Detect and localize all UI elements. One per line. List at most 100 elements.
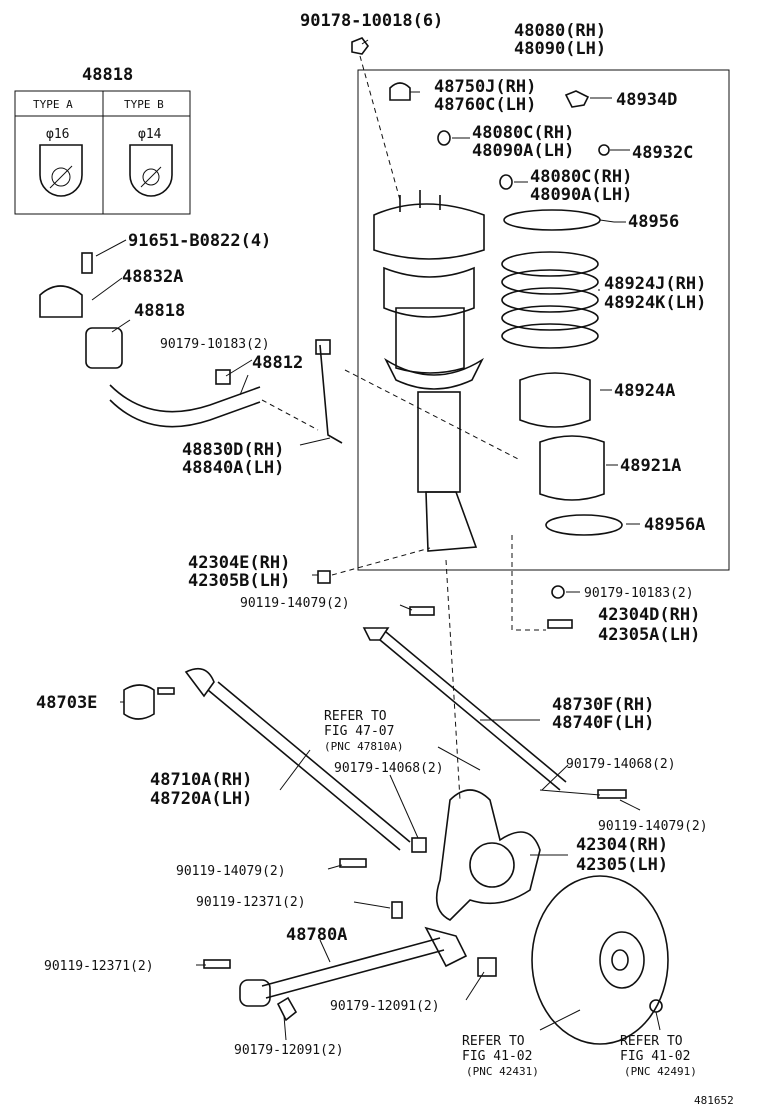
bolt-90119-12371-icon — [391, 901, 403, 919]
bushing-48703-icon — [123, 684, 155, 720]
bracket-48934-icon — [564, 90, 590, 108]
label-48730f: 48730F(RH) — [552, 695, 654, 715]
arm-48710-icon — [207, 689, 401, 851]
stabilizer-bar-icon — [109, 384, 261, 413]
label-48921a: 48921A — [620, 456, 681, 476]
label-90179-14068-b: 90179-14068(2) — [566, 757, 676, 772]
upper-insulator-icon — [383, 266, 475, 318]
label-48932c: 48932C — [632, 143, 693, 163]
bolt-90119-12371-b-icon — [203, 959, 231, 969]
label-phi-14: φ14 — [138, 127, 162, 142]
label-48710a: 48710A(RH) — [150, 770, 252, 790]
label-refer-3a: REFER TO — [620, 1034, 683, 1049]
label-90179-10183-a: 90179-10183(2) — [160, 337, 270, 352]
nut-90178-icon — [351, 37, 369, 55]
bracket-48832-icon — [39, 285, 83, 318]
nut-90179-12091-b-icon — [276, 996, 298, 1022]
nut-90179-10183-icon — [551, 585, 565, 599]
label-48956: 48956 — [628, 212, 679, 232]
bolt-90119-14079-b-icon — [339, 858, 367, 868]
label-42305b: 42305B(LH) — [188, 571, 290, 591]
strut-assembly-frame — [357, 69, 730, 571]
link-48830-icon — [319, 344, 343, 444]
bolt-91651-icon — [81, 252, 93, 274]
label-48780a: 48780A — [286, 925, 347, 945]
label-48090a-1: 48090A(LH) — [472, 141, 574, 161]
label-refer-1c: (PNC 47810A) — [324, 740, 403, 753]
label-refer-2a: REFER TO — [462, 1034, 525, 1049]
leader-lines — [91, 39, 661, 1041]
clamp-48956-icon — [503, 209, 601, 231]
strut-bracket-icon — [425, 491, 478, 552]
label-48080c-1: 48080C(RH) — [472, 123, 574, 143]
label-90179-12091-b: 90179-12091(2) — [234, 1043, 344, 1058]
spring-seat-icon — [384, 357, 484, 390]
label-90119-12371-a: 90119-12371(2) — [196, 895, 306, 910]
label-90119-14079-c: 90119-14079(2) — [176, 864, 286, 879]
knuckle-42304-icon — [435, 789, 541, 921]
arm-48730-end-icon — [362, 627, 390, 641]
label-phi-16: φ16 — [46, 127, 69, 142]
ring-48080c-icon — [437, 130, 451, 146]
shock-absorber-tube-icon — [417, 391, 461, 493]
spring-48921-icon — [539, 435, 605, 501]
bushing-type-a-icon — [39, 144, 83, 197]
nut-90179-icon — [215, 369, 231, 385]
label-48924a: 48924A — [614, 381, 675, 401]
label-48080c-2: 48080C(RH) — [530, 167, 632, 187]
label-refer-1b: FIG 47-07 — [324, 724, 394, 739]
label-48090a-2: 48090A(LH) — [530, 185, 632, 205]
nut-90179-14068-icon — [411, 837, 427, 853]
label-42305a: 42305A(LH) — [598, 625, 700, 645]
label-48812: 48812 — [252, 353, 303, 373]
label-48934d: 48934D — [616, 90, 677, 110]
label-48956a: 48956A — [644, 515, 705, 535]
insulator-48924a-icon — [519, 372, 591, 428]
bushing-type-b-icon — [129, 144, 173, 197]
label-91651: 91651-B0822(4) — [128, 231, 271, 251]
label-type-a: TYPE A — [33, 98, 73, 111]
arm-48730-icon — [379, 639, 561, 791]
label-42304: 42304(RH) — [576, 835, 668, 855]
bolt-42304d-icon — [547, 619, 573, 629]
label-48720a: 48720A(LH) — [150, 789, 252, 809]
label-48080-rh: 48080(RH) — [514, 21, 606, 41]
label-90119-12371-b: 90119-12371(2) — [44, 959, 154, 974]
label-90119-14079-b: 90119-14079(2) — [598, 819, 708, 834]
label-refer-2b: FIG 41-02 — [462, 1049, 532, 1064]
label-48703e: 48703E — [36, 693, 97, 713]
nut-42304e-icon — [317, 570, 331, 584]
hub-bolt-icon — [649, 999, 663, 1013]
bushing-48818-icon — [85, 327, 123, 369]
label-48924k: 48924K(LH) — [604, 293, 706, 313]
label-refer-2c: (PNC 42431) — [466, 1065, 539, 1078]
cap-48750-icon — [389, 82, 411, 101]
label-48840a: 48840A(LH) — [182, 458, 284, 478]
label-90179-10183-b: 90179-10183(2) — [584, 586, 694, 601]
bolt-90119-icon — [409, 606, 435, 616]
label-type-b: TYPE B — [124, 98, 164, 111]
label-42304d: 42304D(RH) — [598, 605, 700, 625]
label-48740f: 48740F(LH) — [552, 713, 654, 733]
figure-number: 481652 — [694, 1094, 734, 1107]
ring-48080c-2-icon — [499, 174, 513, 190]
label-48832a: 48832A — [122, 267, 183, 287]
washer-48932-icon — [598, 144, 610, 156]
label-refer-3c: (PNC 42491) — [624, 1065, 697, 1078]
label-48924j: 48924J(RH) — [604, 274, 706, 294]
bump-stopper-icon — [395, 307, 465, 374]
nut-90179-12091-icon — [477, 957, 497, 977]
label-42304e: 42304E(RH) — [188, 553, 290, 573]
label-48818: 48818 — [134, 301, 185, 321]
label-48818-table: 48818 — [82, 65, 133, 85]
label-90178-10018: 90178-10018(6) — [300, 11, 443, 31]
label-48830d: 48830D(RH) — [182, 440, 284, 460]
upper-support-icon — [373, 203, 485, 260]
bolt-90119-14079-icon — [597, 789, 627, 799]
label-90179-14068-a: 90179-14068(2) — [334, 761, 444, 776]
label-42305: 42305(LH) — [576, 855, 668, 875]
label-refer-3b: FIG 41-02 — [620, 1049, 690, 1064]
label-48090-lh: 48090(LH) — [514, 39, 606, 59]
